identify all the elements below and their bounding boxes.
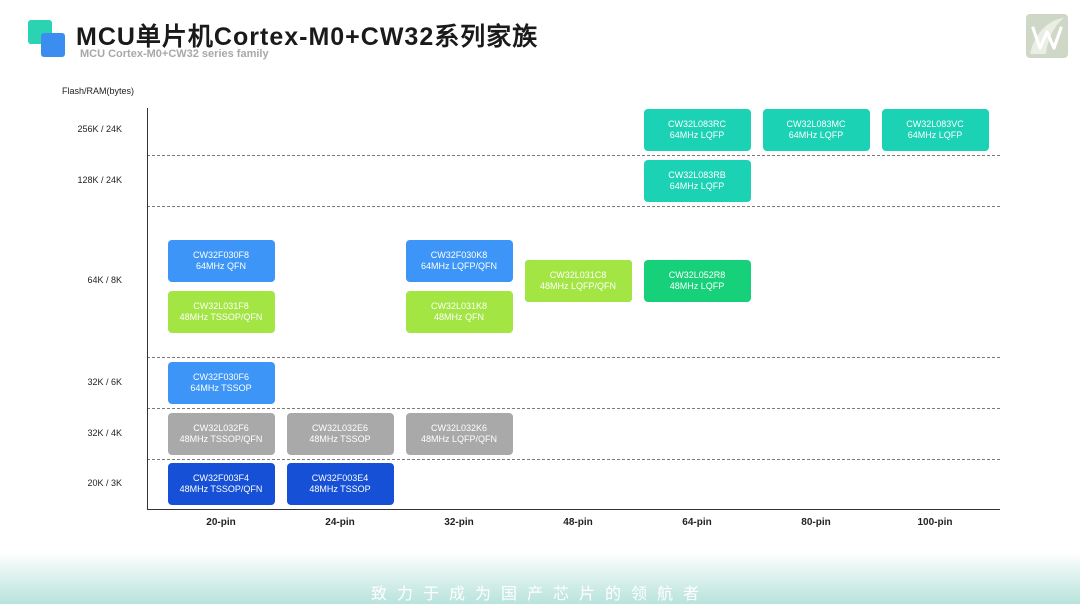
y-axis-label: 32K / 4K (87, 428, 122, 438)
chip-name: CW32F030F8 (192, 250, 250, 260)
chip-name: CW32L083RC (667, 119, 727, 129)
company-logo-icon (1026, 14, 1068, 58)
y-axis-label: 256K / 24K (77, 124, 122, 134)
chip-name: CW32F003E4 (311, 473, 369, 483)
chip-name: CW32L032F6 (193, 423, 249, 433)
footer-band: 致力于成为国产芯片的领航者 (0, 553, 1080, 604)
chip-spec: 48MHz TSSOP/QFN (179, 484, 263, 494)
grid-divider (147, 408, 1000, 409)
chip-name: CW32F030F6 (192, 372, 250, 382)
page-title: MCU单片机Cortex-M0+CW32系列家族 (76, 23, 539, 51)
x-axis-label: 24-pin (325, 517, 355, 528)
chip-spec: 48MHz QFN (433, 312, 484, 322)
grid-divider (147, 357, 1000, 358)
x-axis-label: 48-pin (563, 517, 593, 528)
chip-spec: 64MHz LQFP/QFN (420, 261, 497, 271)
x-axis-label: 32-pin (444, 517, 474, 528)
chip-name: CW32L031F8 (193, 301, 249, 311)
x-axis-label: 80-pin (801, 517, 831, 528)
page-subtitle: MCU Cortex-M0+CW32 series family (80, 48, 269, 60)
chip-name: CW32F003F4 (192, 473, 250, 483)
chip-spec: 48MHz TSSOP (309, 484, 371, 494)
chip-spec: 48MHz TSSOP (309, 434, 371, 444)
grid-divider (147, 155, 1000, 156)
y-axis-label: 64K / 8K (87, 275, 122, 285)
brand-square-blue (41, 33, 65, 57)
chip-spec: 48MHz LQFP (669, 281, 725, 291)
grid-divider (147, 206, 1000, 207)
chip-name: CW32F030K8 (430, 250, 488, 260)
y-axis-title: Flash/RAM(bytes) (62, 86, 135, 96)
brand-squares-icon (28, 20, 68, 60)
chip-spec: 64MHz LQFP (669, 130, 725, 140)
chip-name: CW32L031K8 (430, 301, 488, 311)
chip-spec: 64MHz LQFP (788, 130, 844, 140)
x-axis-label: 20-pin (206, 517, 236, 528)
y-axis-label: 20K / 3K (87, 478, 122, 488)
chip-name: CW32L032K6 (430, 423, 488, 433)
chip-name: CW32L083VC (906, 119, 964, 129)
x-axis-label: 100-pin (917, 517, 953, 528)
chip-name: CW32L052R8 (668, 270, 726, 280)
x-axis-line (147, 509, 1000, 510)
chip-spec: 64MHz LQFP (669, 181, 725, 191)
chip-spec: 48MHz TSSOP/QFN (179, 434, 263, 444)
chip-name: CW32L083MC (786, 119, 846, 129)
y-axis-label: 32K / 6K (87, 377, 122, 387)
chip-spec: 64MHz QFN (195, 261, 246, 271)
chip-name: CW32L032E6 (311, 423, 369, 433)
y-axis-line (147, 108, 148, 510)
chip-name: CW32L083RB (668, 170, 726, 180)
chip-spec: 64MHz LQFP (907, 130, 963, 140)
x-axis-label: 64-pin (682, 517, 712, 528)
chip-spec: 48MHz LQFP/QFN (539, 281, 616, 291)
grid-divider (147, 459, 1000, 460)
y-axis-label: 128K / 24K (77, 175, 122, 185)
chip-spec: 48MHz TSSOP/QFN (179, 312, 263, 322)
footer-slogan: 致力于成为国产芯片的领航者 (370, 586, 709, 603)
chip-spec: 64MHz TSSOP (190, 383, 252, 393)
chip-spec: 48MHz LQFP/QFN (420, 434, 497, 444)
chip-name: CW32L031C8 (549, 270, 607, 280)
